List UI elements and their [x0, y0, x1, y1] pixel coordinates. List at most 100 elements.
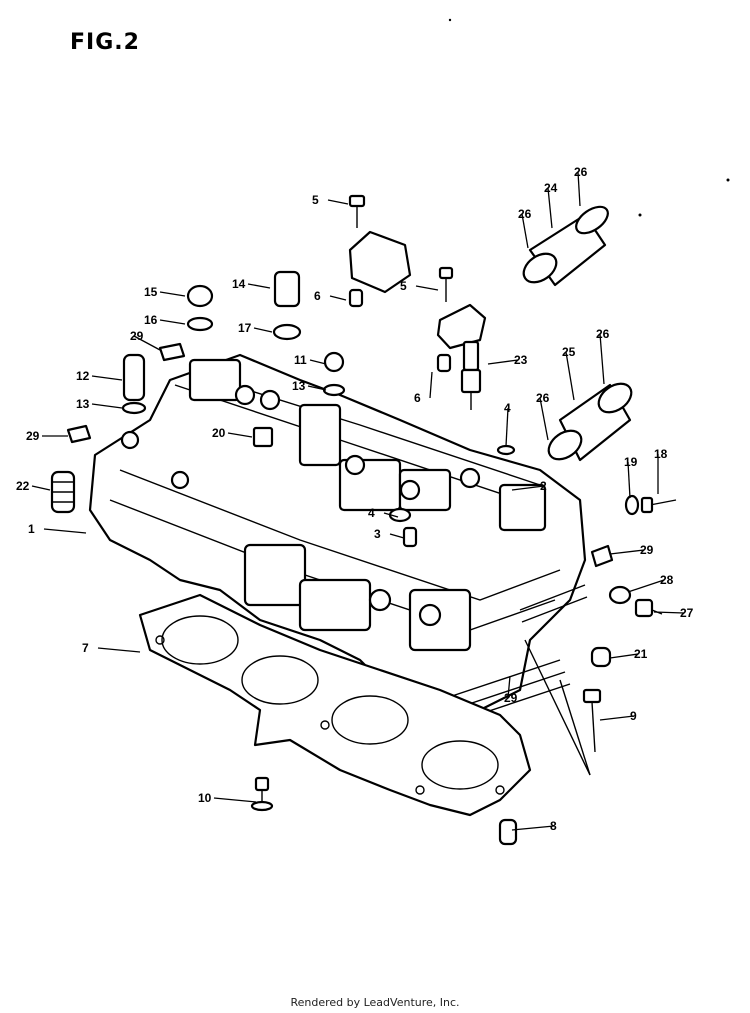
cap-21[interactable]: [590, 646, 612, 668]
callout-leader-line: [609, 549, 645, 555]
callout-29: 29: [504, 675, 518, 705]
callout-leader-line: [307, 385, 327, 391]
callout-number: 13: [76, 397, 90, 411]
gasket-28[interactable]: [608, 585, 632, 605]
washer-13-left[interactable]: [121, 401, 147, 415]
callout-leader-line: [599, 715, 635, 721]
callout-number: 25: [562, 345, 576, 359]
callout-16: 16: [144, 313, 186, 327]
callout-number: 29: [130, 329, 144, 343]
callout-leader-line: [327, 199, 349, 205]
callout-number: 4: [504, 401, 511, 415]
bolt-18[interactable]: [640, 496, 677, 514]
cylinder-head[interactable]: [88, 353, 588, 725]
cap-29-far-left[interactable]: [66, 424, 92, 444]
callout-18: 18: [654, 447, 668, 494]
stud-3[interactable]: [402, 526, 418, 548]
callout-7: 7: [82, 641, 141, 655]
callout-29: 29: [130, 329, 161, 351]
cap-nut-15[interactable]: [186, 284, 214, 308]
nut-11[interactable]: [323, 351, 345, 373]
callout-leader-line: [415, 285, 439, 291]
callout-leader-line: [487, 359, 519, 365]
gasket-4-upper[interactable]: [496, 444, 516, 456]
bolt-27[interactable]: [634, 598, 663, 618]
bolt-5-upper[interactable]: [348, 194, 366, 228]
callout-leader-line: [383, 512, 399, 518]
camshaft-holder[interactable]: [348, 230, 412, 294]
callout-1: 1: [28, 522, 87, 536]
callout-number: 26: [574, 165, 588, 179]
callout-leader-line: [539, 397, 549, 441]
callout-leader-line: [609, 653, 639, 659]
callout-number: 14: [232, 277, 246, 291]
intake-pipe-24[interactable]: [518, 201, 612, 288]
callout-number: 18: [654, 447, 668, 461]
callout-leader-line: [91, 375, 123, 381]
callout-leader-line: [627, 579, 665, 593]
washer-16[interactable]: [186, 316, 214, 332]
callout-leader-line: [133, 335, 161, 351]
cylinder-head-gasket[interactable]: [138, 593, 532, 817]
callout-leader-line: [389, 533, 405, 539]
callout-2: 2: [511, 479, 547, 493]
cap-29-left[interactable]: [158, 342, 186, 362]
intake-pipe-25[interactable]: [543, 378, 636, 465]
dowel-pin-8[interactable]: [498, 818, 518, 846]
bolt-5-lower[interactable]: [438, 266, 454, 302]
callout-4: 4: [504, 401, 511, 447]
callout-3: 3: [374, 527, 405, 541]
callout-number: 26: [518, 207, 532, 221]
camshaft-holder-small[interactable]: [436, 303, 487, 350]
callout-leader-line: [91, 403, 123, 409]
callout-number: 24: [544, 181, 558, 195]
bolt-9[interactable]: [582, 688, 602, 753]
spark-plug[interactable]: [460, 340, 482, 410]
callout-leader-line: [505, 407, 509, 447]
callout-24: 24: [544, 181, 558, 229]
callout-number: 29: [26, 429, 40, 443]
nut-14[interactable]: [273, 270, 301, 308]
callout-26: 26: [536, 391, 550, 441]
washer-19[interactable]: [624, 494, 640, 516]
callout-number: 6: [314, 289, 321, 303]
spring-22[interactable]: [50, 470, 76, 514]
dowel-pin-6-lower[interactable]: [436, 353, 452, 373]
cap-29-right[interactable]: [590, 544, 614, 568]
callout-number: 13: [292, 379, 306, 393]
callout-19: 19: [624, 455, 638, 499]
callout-23: 23: [487, 353, 528, 367]
callout-6: 6: [414, 371, 433, 405]
callout-25: 25: [562, 345, 576, 401]
callout-number: 2: [540, 479, 547, 493]
callout-number: 29: [640, 543, 654, 557]
callout-29: 29: [609, 543, 654, 557]
washer-13-right[interactable]: [322, 383, 346, 397]
callout-26: 26: [574, 165, 588, 207]
callout-8: 8: [511, 819, 557, 833]
callout-leader-line: [547, 187, 553, 229]
callout-13: 13: [292, 379, 327, 393]
callout-number: 4: [368, 506, 375, 520]
callout-number: 19: [624, 455, 638, 469]
callout-leader-line: [159, 319, 186, 325]
callout-leader-line: [159, 291, 186, 297]
callout-number: 8: [550, 819, 557, 833]
bolt-10[interactable]: [250, 776, 274, 812]
o-ring-17[interactable]: [272, 323, 302, 341]
callout-leader-line: [43, 528, 87, 534]
callout-20: 20: [212, 426, 253, 440]
callout-leader-line: [247, 283, 271, 289]
callout-number: 20: [212, 426, 226, 440]
callout-26: 26: [518, 207, 532, 249]
stud-12[interactable]: [122, 353, 146, 402]
callout-leader-line: [507, 675, 511, 699]
dowel-pin-6-upper[interactable]: [348, 288, 364, 308]
callout-22: 22: [16, 479, 51, 493]
plug-20[interactable]: [252, 426, 274, 448]
callout-26: 26: [596, 327, 610, 385]
callout-leader-line: [511, 485, 545, 491]
callout-leader-line: [253, 327, 273, 333]
